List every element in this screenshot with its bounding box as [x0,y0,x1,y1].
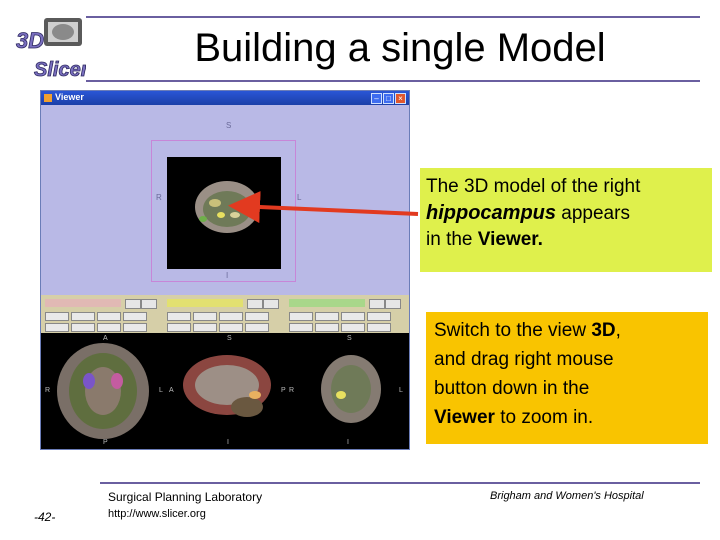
maximize-icon[interactable]: □ [383,93,394,104]
sagittal-label-s: S [227,335,232,342]
callout2-line3: button down in the [434,378,590,399]
callout1-line1: The 3D model of the right [426,176,641,197]
logo-text-3d: 3D [16,28,44,53]
slice-option[interactable] [369,299,385,309]
slice-cell[interactable] [97,323,121,332]
callout-hippocampus: The 3D model of the right hippocampus ap… [420,168,712,272]
slice-images [57,343,381,439]
slice-cell[interactable] [167,323,191,332]
slice-cell[interactable] [71,323,95,332]
callout-instructions: Switch to the view 3D, and drag right mo… [426,312,708,444]
slice-cell[interactable] [219,323,243,332]
logo-text-slicer: Slicer [34,59,86,80]
axial-label-p: P [103,439,108,446]
app-icon [44,94,52,102]
footer-rule [100,482,700,484]
minimize-icon[interactable]: – [371,93,382,104]
slice-option[interactable] [385,299,401,309]
slice-option[interactable] [247,299,263,309]
slice-cell[interactable] [245,323,269,332]
callout-hippocampus-text: The 3D model of the right hippocampus ap… [426,174,708,253]
slice-cell[interactable] [341,323,365,332]
footer-url[interactable]: http://www.slicer.org [108,508,206,520]
callout1-line2: appears [556,203,630,224]
coronal-label-l: L [399,387,403,394]
slice-slider[interactable] [45,299,121,307]
axial-label-a: A [103,335,108,342]
slice-option[interactable] [125,299,141,309]
viewer-window-title: Viewer [55,92,84,102]
callout2-line4-bold: Viewer [434,407,495,428]
hippocampus-model [217,212,225,218]
slice-controls [41,295,409,333]
slice-control-panel-3 [287,295,405,333]
sagittal-label-a: A [169,387,174,394]
slicer-logo: 3D Slicer [14,14,90,81]
slice-cell[interactable] [45,323,69,332]
slice-cell[interactable] [315,323,339,332]
page-number: -42- [34,510,56,524]
coronal-label-i: I [347,439,349,446]
orientation-label-l: L [297,193,302,202]
slice-cell[interactable] [97,312,121,321]
axial-label-l: L [159,387,163,394]
close-icon[interactable]: × [395,93,406,104]
callout1-line3-bold: Viewer. [477,229,543,250]
callout1-italic-word: hippocampus [426,202,557,224]
slice-views: A P S I S I R L A P R L [41,333,409,449]
slice-slider[interactable] [289,299,365,307]
slice-cell[interactable] [71,312,95,321]
orientation-label-i: I [226,271,229,280]
slice-cell[interactable] [45,312,69,321]
callout2-line1-prefix: Switch to the view [434,320,592,341]
bounding-box [151,140,296,282]
slice-cell[interactable] [167,312,191,321]
callout2-line2: and drag right mouse [434,349,614,370]
orientation-label-s: S [226,121,232,130]
page-title: Building a single Model [194,26,606,70]
slice-cell[interactable] [193,323,217,332]
footer-hospital: Brigham and Women's Hospital [490,490,644,502]
slice-cell[interactable] [193,312,217,321]
callout2-line1-suffix: , [615,320,621,341]
slice-option[interactable] [141,299,157,309]
slice-cell[interactable] [123,312,147,321]
sagittal-label-i: I [227,439,229,446]
header-rule-top [86,16,700,18]
slice-cell[interactable] [219,312,243,321]
header-rule-bottom [86,80,700,82]
callout-instructions-text: Switch to the view 3D, and drag right mo… [434,316,704,432]
sagittal-label-p: P [281,387,286,394]
axial-label-r: R [45,387,51,394]
footer-lab-name: Surgical Planning Laboratory [108,490,263,504]
slice-control-panel-2 [165,295,283,333]
slice-cell[interactable] [367,323,391,332]
slice-cell[interactable] [289,312,313,321]
slice-option[interactable] [263,299,279,309]
slice-control-panel-1 [43,295,161,333]
callout2-line1-bold: 3D [591,320,616,341]
viewer-titlebar[interactable]: Viewer – □ × [41,91,409,105]
slice-cell[interactable] [123,323,147,332]
slice-cell[interactable] [289,323,313,332]
coronal-label-s: S [347,335,352,342]
orientation-label-r: R [156,193,162,202]
callout2-line4-suffix: to zoom in. [494,407,594,428]
slice-cell[interactable] [315,312,339,321]
slice-cell[interactable] [245,312,269,321]
coronal-label-r: R [289,387,295,394]
callout1-line3-prefix: in the [426,229,478,250]
slice-cell[interactable] [367,312,391,321]
slice-cell[interactable] [341,312,365,321]
slice-slider[interactable] [167,299,243,307]
